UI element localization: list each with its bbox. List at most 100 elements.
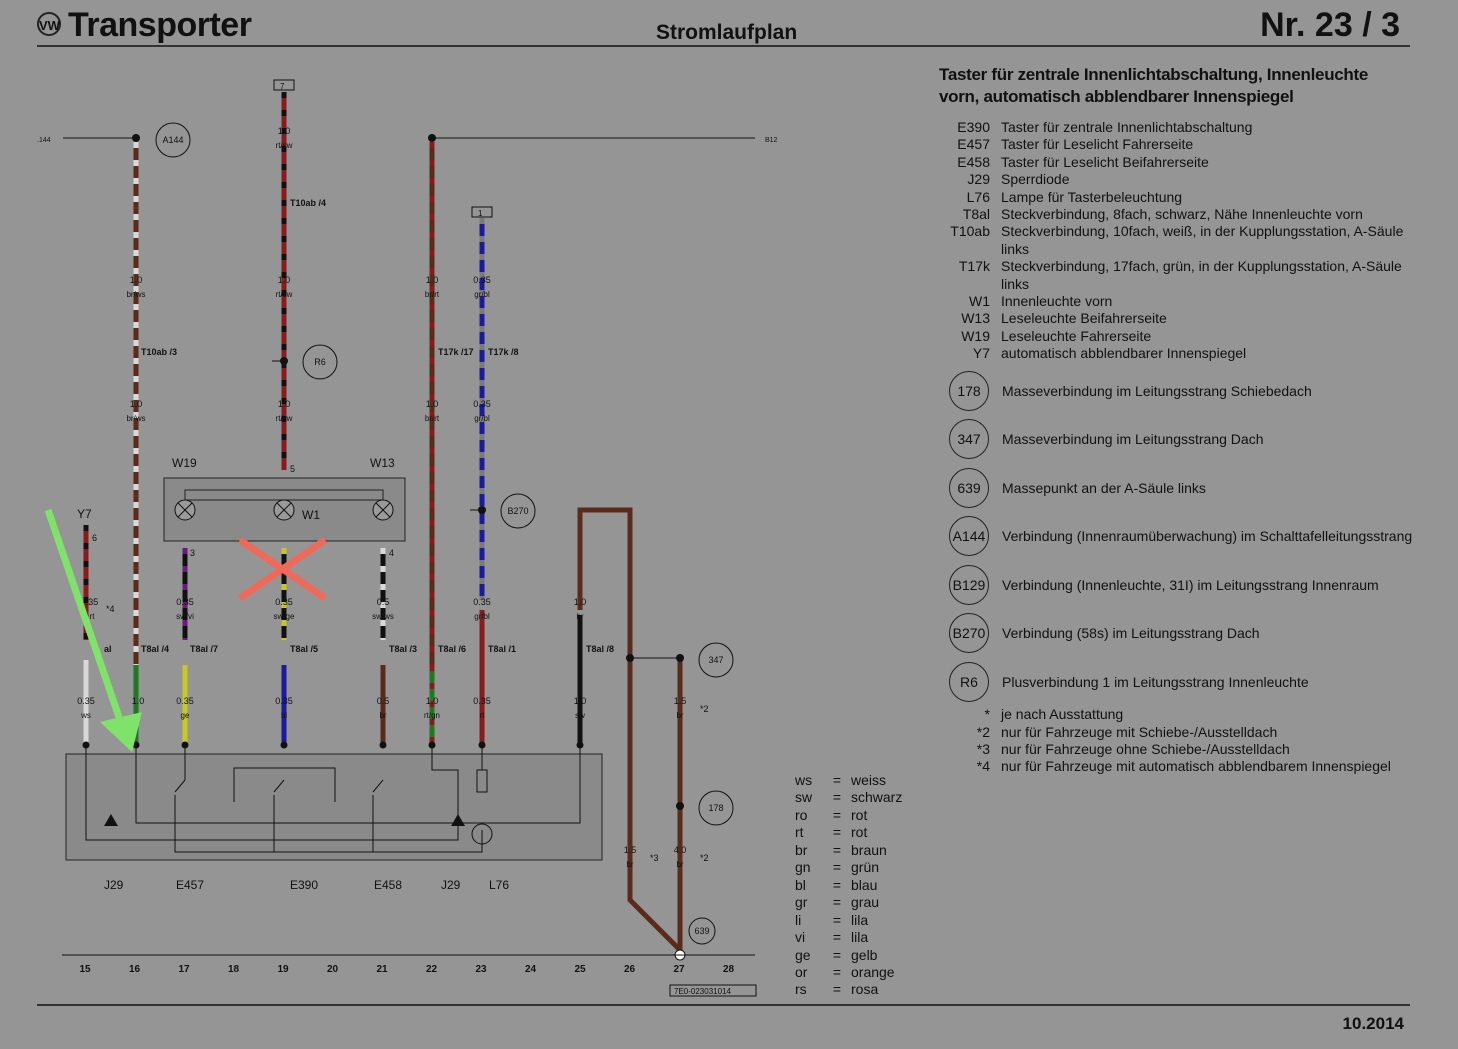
connector-label: T17k /8 <box>488 347 519 357</box>
equals-sign: = <box>832 929 842 946</box>
wire-color-label: br/ws <box>126 414 145 423</box>
internal-line <box>174 795 483 853</box>
terminal-label: 1 <box>478 209 483 218</box>
equals-sign: = <box>832 946 842 963</box>
wire-size-label: 1.0 <box>130 399 143 409</box>
connection-text: Massepunkt an der A-Säule links <box>1002 479 1206 496</box>
component-label: L76 <box>489 878 509 892</box>
wire-size-label: 1.0 <box>130 275 143 285</box>
connection-circle <box>698 790 734 826</box>
connection-circle: B129 <box>949 564 989 605</box>
pin-dot <box>82 741 90 749</box>
wire-size-label: 1.0 <box>278 126 291 136</box>
pin-dot <box>181 741 189 749</box>
annotation-arrow-head <box>100 712 142 752</box>
ground-wire-brown <box>577 507 682 952</box>
drawing-id-box <box>669 984 757 997</box>
footnote-mark: *3 <box>976 741 990 757</box>
connection-circle: 639 <box>949 467 989 508</box>
equals-sign: = <box>832 859 842 876</box>
pin-dot <box>576 741 584 749</box>
wire-size-label: 0.5 <box>377 597 390 607</box>
track-number: 28 <box>723 964 735 975</box>
track-number: 20 <box>327 964 339 975</box>
color-name: weiss <box>851 772 887 788</box>
track-number: 26 <box>624 964 636 975</box>
color-name: blau <box>851 876 878 893</box>
footnote-text: nur für Fahrzeuge mit automatisch abblen… <box>1001 758 1391 775</box>
connection-circle <box>302 344 338 380</box>
wire-color-label: br <box>676 860 683 869</box>
connection-text: Verbindung (Innenraumüberwachung) im Sch… <box>1002 528 1413 545</box>
track-number: 23 <box>475 964 487 975</box>
footnote-mark: *3 <box>650 853 659 863</box>
legend-item: E390 Taster für zentrale Innenlichtabscha… <box>940 119 1420 136</box>
connection-circle: B270 <box>949 613 989 654</box>
color-abbr: bl <box>795 876 806 893</box>
legend-text: Taster für zentrale Innenlichtabschaltun… <box>1001 119 1253 135</box>
legend-code: Y7 <box>972 345 990 362</box>
pin-number: 6 <box>92 533 97 543</box>
diode-icon <box>104 814 118 826</box>
legend-text: Taster für Leselicht Fahrerseite <box>1001 136 1194 153</box>
connection-circle: 178 <box>949 370 989 411</box>
wire-color-label: br <box>626 860 633 869</box>
color-name: grün <box>851 859 880 876</box>
pin-number: 5 <box>290 464 295 474</box>
component-label: W19 <box>172 456 197 470</box>
wire-color-label: sw/vi <box>176 612 194 621</box>
wire-size-label: 0.35 <box>275 597 293 607</box>
lamp-cross <box>177 502 193 518</box>
color-abbr: gr <box>795 894 808 911</box>
connection-circle <box>155 122 191 158</box>
junction-dot <box>132 134 140 142</box>
color-name: lila <box>851 929 869 946</box>
wire-size-label: 0.35 <box>176 696 194 706</box>
wire-color-label: sw/ge <box>274 612 295 621</box>
equals-sign: = <box>832 841 842 858</box>
pin-dot <box>132 741 140 749</box>
footnote-mark: *2 <box>976 723 990 740</box>
connection-code: 178 <box>708 803 723 813</box>
legend-code: J29 <box>967 171 990 188</box>
wire-color-label: gr/bl <box>474 290 490 299</box>
component-label: E458 <box>374 878 402 892</box>
footnote-item: *je nach Ausstattung <box>940 706 1420 723</box>
page-date: 10.2014 <box>1342 1014 1404 1033</box>
wire-size-label: 1.0 <box>426 275 439 285</box>
connector-label: T8al /3 <box>389 644 417 654</box>
color-abbr: ws <box>795 772 813 788</box>
equals-sign: = <box>832 981 842 998</box>
wire-size-label: 1.0 <box>426 399 439 409</box>
footnote-mark: *4 <box>106 604 115 614</box>
wire-size-label: 0.35 <box>473 597 491 607</box>
legend-code: E390 <box>957 119 990 135</box>
wire-color-label: rt <box>90 612 96 621</box>
wire-size-label: 1.5 <box>674 696 687 706</box>
track-number: 21 <box>376 964 388 975</box>
wire-color-label: rt/sw <box>276 414 293 423</box>
color-abbr: li <box>795 911 802 928</box>
junction-dot <box>676 802 684 810</box>
legend-text: Taster für Leselicht Beifahrerseite <box>1001 153 1209 170</box>
wire-size-label: 0.35 <box>473 696 491 706</box>
color-key-row: ws=weiss <box>795 772 902 789</box>
component-label: Y7 <box>77 507 92 521</box>
equals-sign: = <box>832 806 842 823</box>
legend-text: Steckverbindung, 8fach, schwarz, Nähe In… <box>1001 206 1363 223</box>
legend-title: Taster für zentrale Innenlichtabschaltun… <box>939 65 1369 106</box>
color-key-row: gr=grau <box>795 894 902 911</box>
track-number: 16 <box>129 964 141 975</box>
wire-size-label: .35 <box>86 597 99 607</box>
connection-circle <box>500 493 536 529</box>
